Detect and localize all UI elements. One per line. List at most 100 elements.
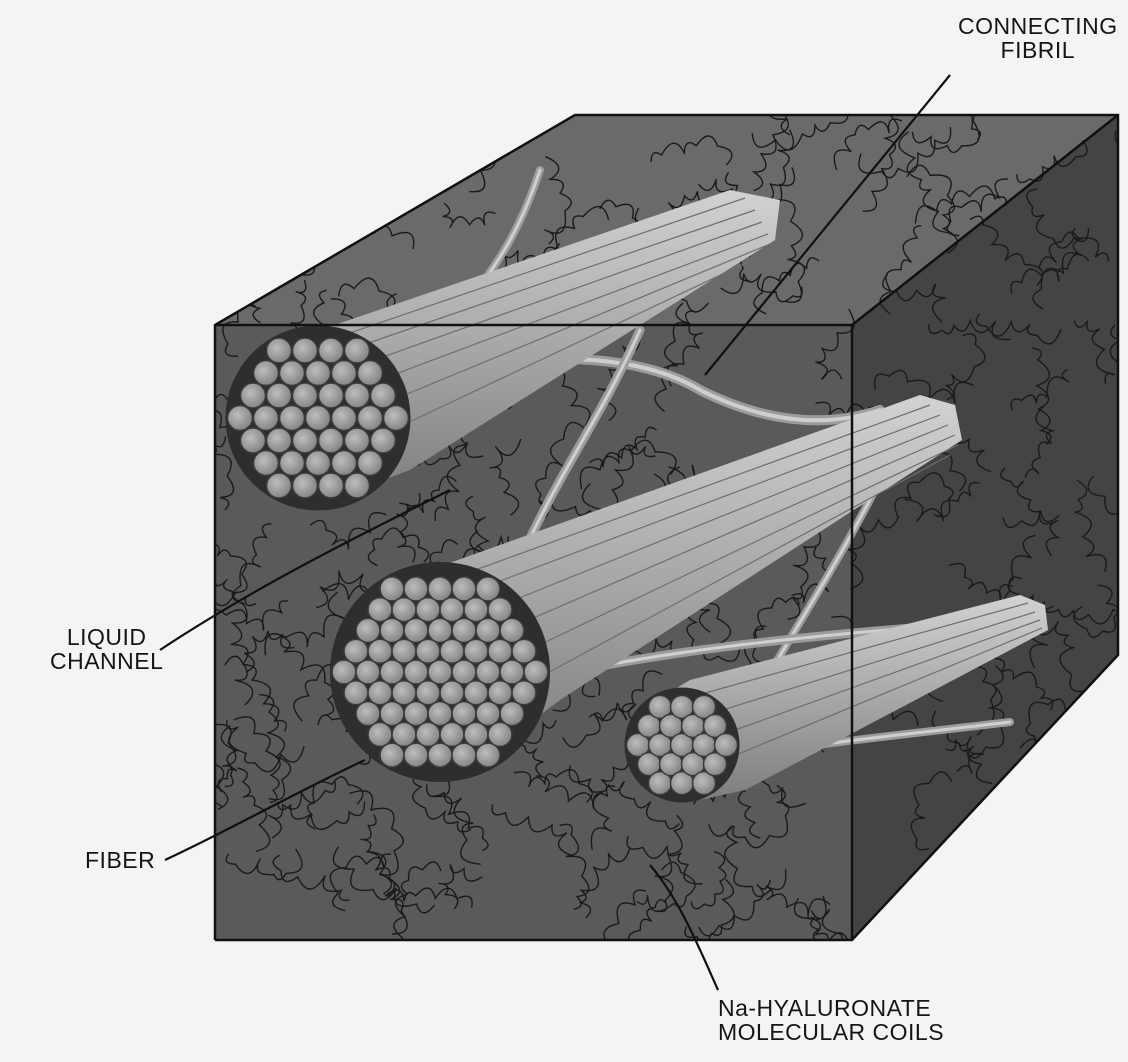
fibril-end (488, 722, 512, 746)
molecular-coil (285, 211, 352, 248)
molecular-coil (929, 877, 1027, 937)
fibril-end (344, 639, 368, 663)
molecular-coil (340, 93, 422, 151)
molecular-coil (1092, 773, 1128, 831)
fibril-end (358, 406, 383, 431)
molecular-coil (1082, 777, 1115, 860)
fibril-end (267, 338, 292, 363)
fibril-end (358, 361, 383, 386)
fibril-end (428, 577, 452, 601)
fibril-end (500, 618, 524, 642)
fibril-end (452, 702, 476, 726)
fibril-end (319, 473, 344, 498)
fibril-end (464, 722, 488, 746)
fibril-end (416, 598, 440, 622)
fiber-bundle-upper-end (226, 326, 411, 511)
fibril-end (464, 681, 488, 705)
molecular-coil (979, 934, 1033, 1008)
fibril-end (452, 618, 476, 642)
fibril-end (488, 681, 512, 705)
fibril-end (440, 681, 464, 705)
fibril-end (512, 639, 536, 663)
fibril-end (241, 383, 266, 408)
fibril-end (404, 618, 428, 642)
fibril-end (715, 734, 738, 757)
label-connecting-fibril: CONNECTING FIBRIL (958, 14, 1118, 62)
fibril-end (332, 451, 357, 476)
fibril-end (428, 660, 452, 684)
molecular-coil (113, 94, 213, 144)
fibril-end (452, 577, 476, 601)
fibril-end (380, 618, 404, 642)
fibril-end (416, 681, 440, 705)
fibril-end (416, 639, 440, 663)
molecular-coil (223, 183, 272, 231)
fibril-end (280, 451, 305, 476)
fibril-end (332, 406, 357, 431)
fibril-end (464, 639, 488, 663)
fibril-end (452, 743, 476, 767)
fibril-end (488, 598, 512, 622)
fiber-bundle-center-end (330, 562, 550, 782)
fibril-end (500, 702, 524, 726)
fibril-end (280, 361, 305, 386)
molecular-coil (1034, 781, 1080, 874)
fibril-end (306, 451, 331, 476)
label-fiber: FIBER (85, 848, 155, 872)
fibril-end (319, 338, 344, 363)
molecular-coil (1070, 814, 1128, 847)
fibril-end (404, 577, 428, 601)
fibril-end (380, 660, 404, 684)
fibril-end (416, 722, 440, 746)
molecular-coil (224, 140, 266, 215)
fibril-end (368, 598, 392, 622)
fibril-end (267, 428, 292, 453)
fibril-end (476, 743, 500, 767)
fibril-end (392, 598, 416, 622)
fibril-end (254, 451, 279, 476)
fibril-end (241, 428, 266, 453)
fibril-end (368, 639, 392, 663)
fibril-end (440, 598, 464, 622)
fibril-end (392, 681, 416, 705)
fibril-end (380, 577, 404, 601)
fibril-end (512, 681, 536, 705)
label-liquid-channel: LIQUID CHANNEL (50, 625, 163, 673)
molecular-coil (243, 140, 330, 204)
fibril-end (254, 406, 279, 431)
fibril-end (464, 598, 488, 622)
fibril-end (228, 406, 253, 431)
fibril-end (345, 428, 370, 453)
fibril-end (345, 383, 370, 408)
molecular-coil (983, 922, 1058, 961)
molecular-coil (152, 454, 203, 512)
fibril-end (476, 618, 500, 642)
molecular-coil (189, 529, 208, 606)
fibril-end (254, 361, 279, 386)
fibril-end (404, 743, 428, 767)
fiber-bundle-lower-end (625, 688, 740, 803)
fibril-end (371, 428, 396, 453)
fibril-end (280, 406, 305, 431)
molecular-coil (910, 945, 977, 980)
fibril-end (524, 660, 548, 684)
molecular-coil (918, 14, 948, 113)
molecular-coil (372, 147, 422, 189)
molecular-coil (1115, 660, 1128, 718)
fibril-end (306, 406, 331, 431)
fibril-end (293, 383, 318, 408)
fibril-end (476, 660, 500, 684)
fibril-end (380, 702, 404, 726)
fibril-end (384, 406, 409, 431)
fibril-end (392, 639, 416, 663)
fibril-end (293, 338, 318, 363)
molecular-coil (185, 259, 255, 299)
fibril-end (267, 383, 292, 408)
molecular-coil (188, 209, 246, 274)
fibril-end (368, 722, 392, 746)
molecular-coil (996, 826, 1100, 865)
fibril-end (332, 361, 357, 386)
fibril-end (428, 702, 452, 726)
fibril-end (428, 618, 452, 642)
molecular-coil (825, 938, 861, 1002)
